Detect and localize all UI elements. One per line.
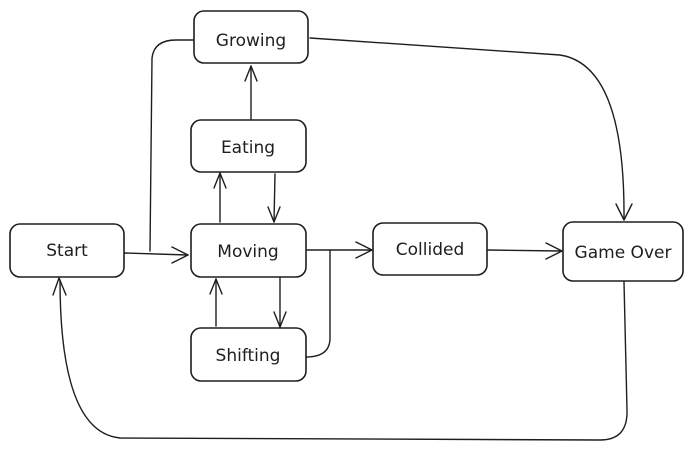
node-moving-label: Moving bbox=[217, 242, 278, 262]
node-eating-label: Eating bbox=[221, 138, 275, 158]
edge-eating-to-growing-arrowhead bbox=[244, 65, 258, 82]
edge-eating-to-moving bbox=[273, 173, 276, 223]
edge-collided-to-game-over-arrowhead bbox=[545, 242, 563, 260]
node-eating: Eating bbox=[190, 119, 307, 173]
edge-shifting-to-collided bbox=[305, 249, 331, 358]
node-start: Start bbox=[9, 223, 125, 278]
node-shifting-box bbox=[190, 327, 307, 382]
node-start-box bbox=[9, 223, 125, 278]
node-shifting: Shifting bbox=[190, 327, 307, 382]
node-growing-label: Growing bbox=[216, 31, 286, 51]
node-moving-box bbox=[190, 223, 307, 278]
edge-moving-to-shifting-arrowhead bbox=[273, 311, 287, 328]
node-start-label: Start bbox=[46, 241, 88, 261]
node-shifting-label: Shifting bbox=[216, 346, 281, 366]
edge-game-over-to-start bbox=[59, 279, 628, 441]
edges bbox=[52, 37, 633, 441]
edge-shifting-to-moving-arrowhead bbox=[209, 278, 223, 295]
node-moving: Moving bbox=[190, 223, 307, 278]
node-eating-box bbox=[190, 119, 307, 173]
node-game-over-label: Game Over bbox=[575, 243, 672, 263]
node-game-over: Game Over bbox=[562, 221, 684, 282]
node-growing: Growing bbox=[193, 10, 309, 64]
edge-start-to-moving bbox=[123, 252, 189, 256]
edge-eating-to-moving-arrowhead bbox=[267, 206, 281, 223]
edge-start-to-moving-arrowhead bbox=[171, 246, 189, 264]
edge-growing-to-game-over-arrowhead bbox=[615, 203, 633, 221]
node-growing-box bbox=[193, 10, 309, 64]
node-collided-label: Collided bbox=[396, 240, 464, 260]
node-collided-box bbox=[372, 222, 488, 276]
edge-start-to-growing bbox=[149, 39, 195, 252]
edge-game-over-to-start-arrowhead bbox=[52, 277, 67, 296]
edge-growing-to-game-over bbox=[309, 37, 625, 219]
node-collided: Collided bbox=[372, 222, 488, 276]
edge-moving-to-collided-arrowhead bbox=[355, 241, 373, 259]
node-game-over-box bbox=[562, 221, 684, 282]
edge-moving-to-eating-arrowhead bbox=[213, 172, 227, 189]
edge-collided-to-game-over bbox=[487, 249, 563, 252]
